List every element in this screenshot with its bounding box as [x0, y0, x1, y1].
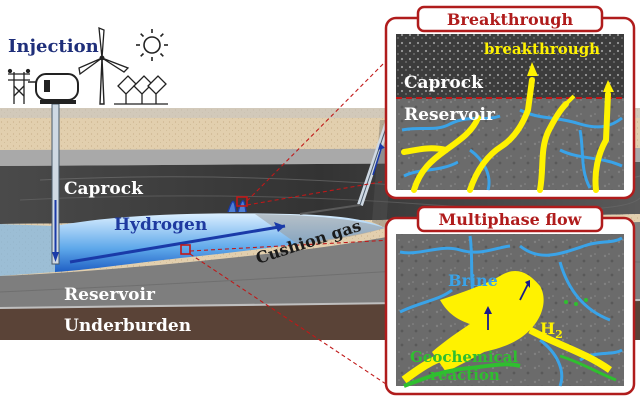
- power-pylon-icon: [7, 68, 31, 104]
- injection-label: Injection: [8, 36, 99, 57]
- production-well: [299, 121, 391, 215]
- wind-turbine-icon: [78, 26, 130, 105]
- breakthrough-title: Breakthrough: [447, 10, 574, 29]
- hydrogen-flow-arrow: [69, 224, 286, 264]
- gas-channels: [401, 77, 611, 193]
- breakthrough-label: breakthrough: [484, 40, 600, 58]
- sun-icon: [136, 29, 168, 61]
- reaction-label: reaction: [430, 366, 500, 384]
- h2-label: H2: [540, 319, 563, 341]
- underburden-label: Underburden: [64, 316, 191, 336]
- breakthrough-panel: Breakthrough breakthrough Caprock Reserv…: [384, 5, 636, 200]
- solar-panel-icon: [114, 75, 168, 105]
- geochemical-label: Geochemical: [410, 348, 518, 366]
- panel-reservoir-label: Reservoir: [404, 105, 496, 125]
- multiphase-panel: Multiphase flow Brine H2 Geochemical rea…: [384, 205, 636, 396]
- brine-label: Brine: [448, 271, 498, 290]
- leak-plume: [227, 200, 247, 213]
- reservoir-label: Reservoir: [64, 285, 156, 305]
- hydrogen-label: Hydrogen: [114, 215, 207, 235]
- multiphase-title: Multiphase flow: [439, 210, 583, 229]
- zoom-marker-multiphase: [180, 244, 191, 255]
- geochemical-fringe: [403, 362, 521, 388]
- caprock-label: Caprock: [64, 179, 144, 199]
- cushion-gas-zone: [255, 214, 385, 246]
- brine-channels: [401, 108, 623, 191]
- panel-caprock-label: Caprock: [404, 73, 484, 93]
- zoom-marker-breakthrough: [236, 196, 248, 207]
- injection-well: [51, 103, 60, 265]
- compressor-icon: [28, 73, 79, 104]
